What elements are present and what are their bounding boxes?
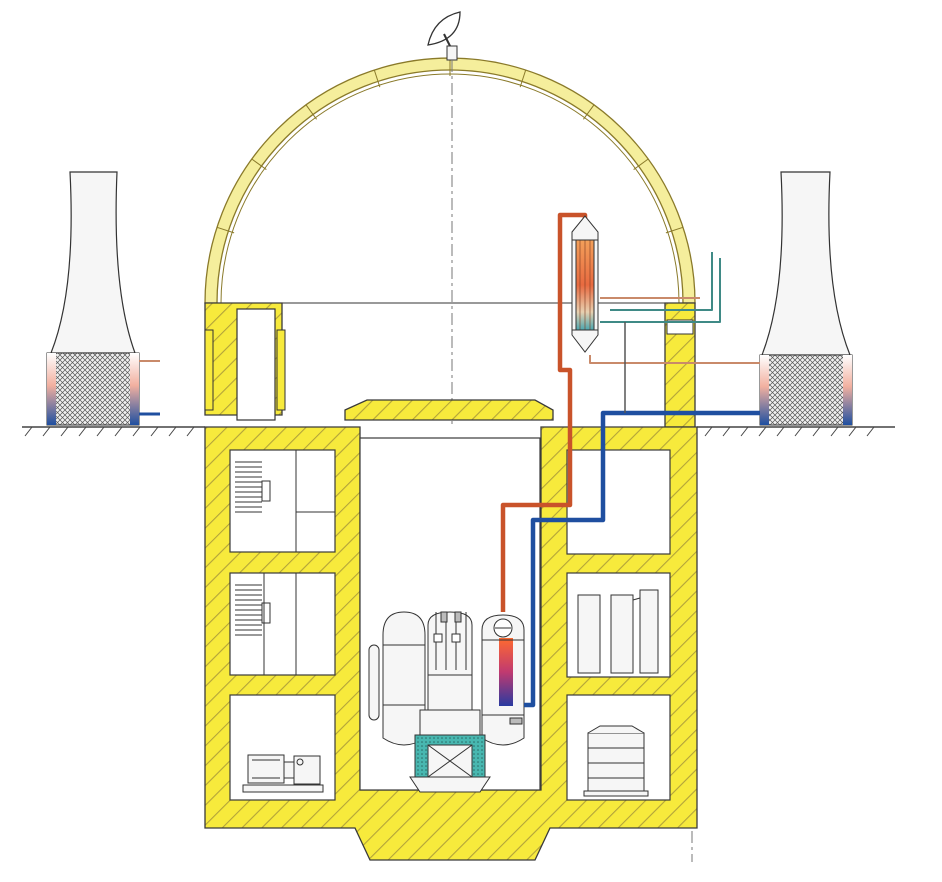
- cooling-tower-left: [46, 171, 160, 426]
- left-room-equipment: [235, 450, 335, 675]
- ground-tick: [24, 426, 33, 437]
- ground-tick: [740, 426, 749, 437]
- ground-tick: [78, 426, 87, 437]
- primary-cold-pipe: [524, 410, 760, 708]
- ground-tick: [758, 426, 767, 437]
- ground-tick: [96, 426, 105, 437]
- upper-openings: [204, 308, 694, 421]
- ground-tick: [150, 426, 159, 437]
- ground-tick: [848, 426, 857, 437]
- primary-hot-pipe: [500, 212, 588, 612]
- dome-rib: [216, 226, 235, 234]
- ground-tick: [812, 426, 821, 437]
- dome-rib: [665, 226, 684, 234]
- secondary-pipes: [589, 252, 760, 413]
- ground-tick: [704, 426, 713, 437]
- ground-tick: [830, 426, 839, 437]
- ground-tick: [186, 426, 195, 437]
- cooling-tower-right: [759, 171, 853, 426]
- ground-tick: [168, 426, 177, 437]
- ground-tick: [866, 426, 875, 437]
- ground-tick: [132, 426, 141, 437]
- containment-dome: [204, 57, 696, 304]
- dome-rib: [305, 104, 317, 120]
- ground-tick: [42, 426, 51, 437]
- ground-tick: [776, 426, 785, 437]
- pump-motor-icon: [242, 754, 324, 793]
- tank-cabinets: [577, 589, 659, 674]
- dome-rib: [373, 69, 381, 88]
- ground-tick: [114, 426, 123, 437]
- reactor-vessels: [368, 611, 525, 793]
- ground-line: [22, 426, 895, 437]
- ground-tick: [60, 426, 69, 437]
- ground-tick: [794, 426, 803, 437]
- heat-exchanger: [571, 215, 599, 353]
- dome-rib: [633, 158, 649, 170]
- antenna-icon: [427, 11, 461, 61]
- ground-tick: [722, 426, 731, 437]
- dome-rib: [251, 158, 267, 170]
- storage-tank-icon: [583, 725, 649, 797]
- dome-rib: [519, 69, 527, 88]
- dome-rib: [583, 104, 595, 120]
